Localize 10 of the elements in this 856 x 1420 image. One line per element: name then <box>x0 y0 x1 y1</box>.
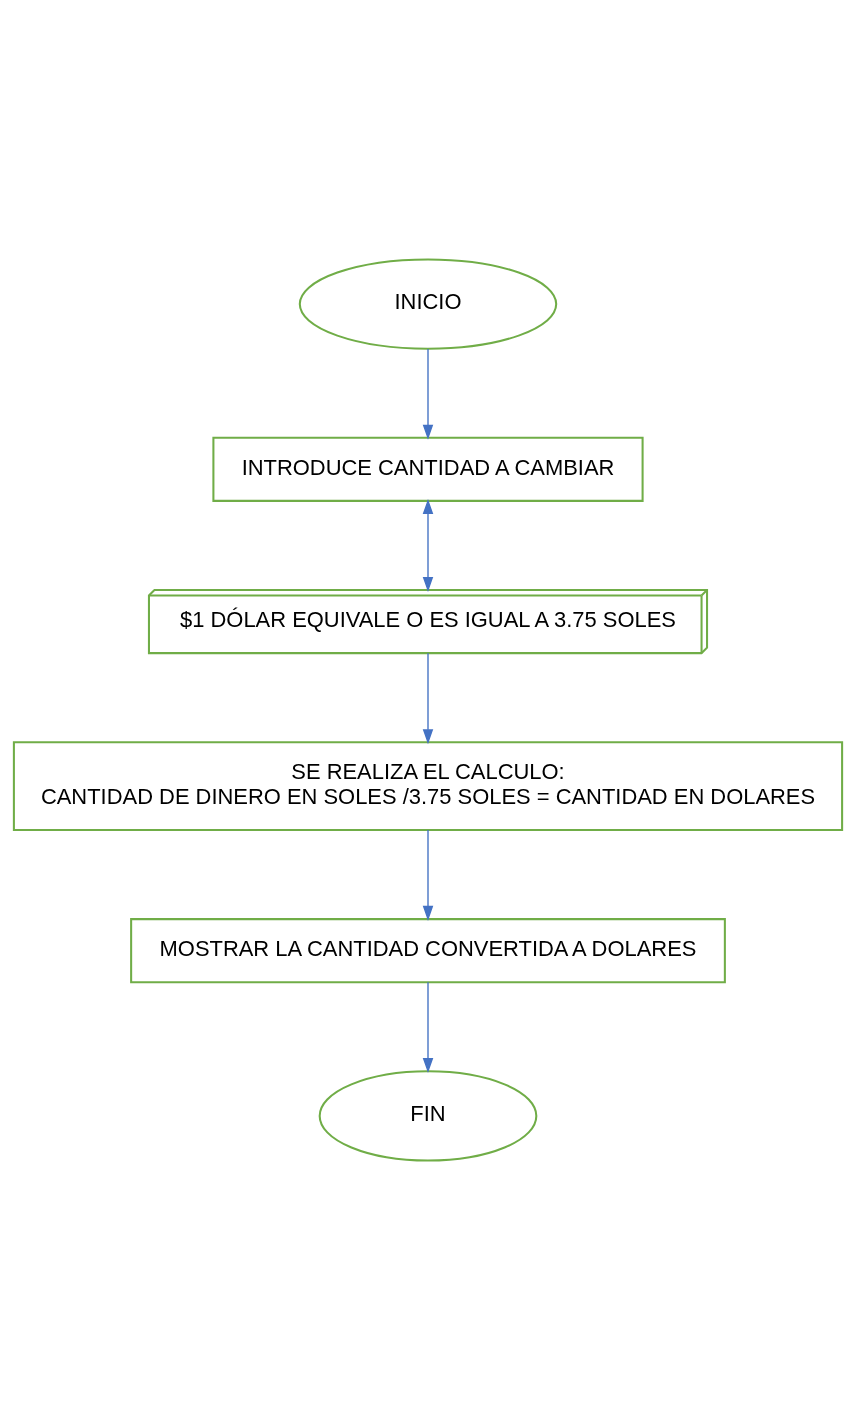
node-ellipse: INICIO <box>298 258 558 350</box>
node-box: MOSTRAR LA CANTIDAD CONVERTIDA A DOLARES <box>130 918 726 984</box>
arrow <box>422 498 434 593</box>
node-box: SE REALIZA EL CALCULO: CANTIDAD DE DINERO EN SOLES /3.75 SOLES = CANTIDAD EN DOLARES <box>12 741 844 831</box>
node-box: INTRODUCE CANTIDAD A CAMBIAR <box>212 436 644 502</box>
arrow <box>422 829 434 921</box>
arrow <box>422 981 434 1074</box>
arrow <box>422 348 434 440</box>
node-ellipse: FIN <box>318 1070 538 1162</box>
arrow <box>422 652 434 745</box>
